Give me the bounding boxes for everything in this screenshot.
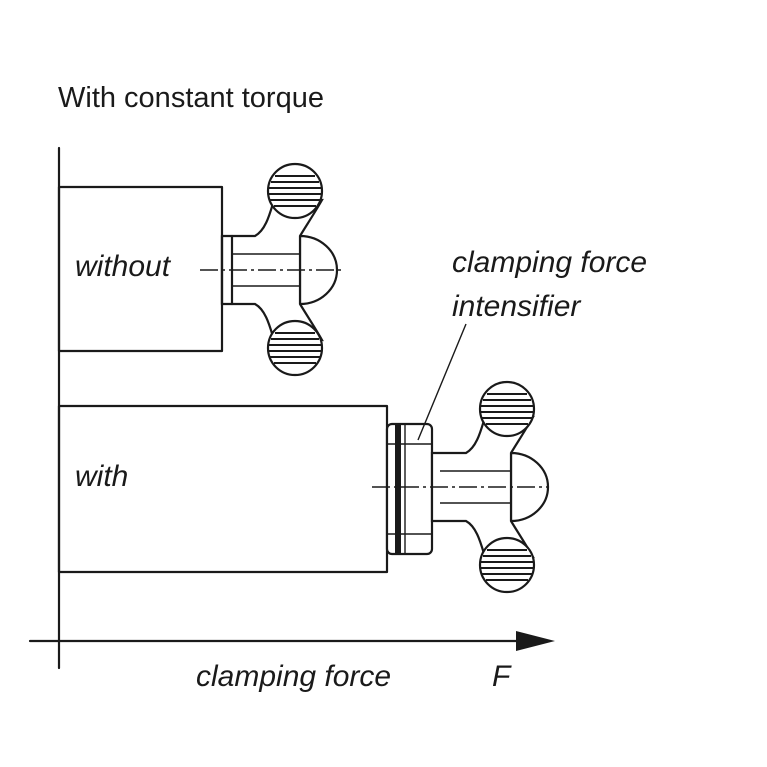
axis-symbol: F xyxy=(492,660,512,693)
star-knob-without xyxy=(200,162,345,377)
diagram-title: With constant torque xyxy=(58,82,324,114)
intensifier-label-line1: clamping force xyxy=(452,246,647,279)
clamping-force-intensifier xyxy=(385,422,434,556)
axis-label: clamping force xyxy=(196,660,391,693)
bar-with-label: with xyxy=(75,460,128,493)
star-knob-with xyxy=(372,380,550,594)
intensifier-leader-line xyxy=(417,323,467,441)
bar-without-label: without xyxy=(75,250,172,283)
intensifier-label-line2: intensifier xyxy=(452,290,581,323)
axis-arrowhead xyxy=(516,631,555,651)
